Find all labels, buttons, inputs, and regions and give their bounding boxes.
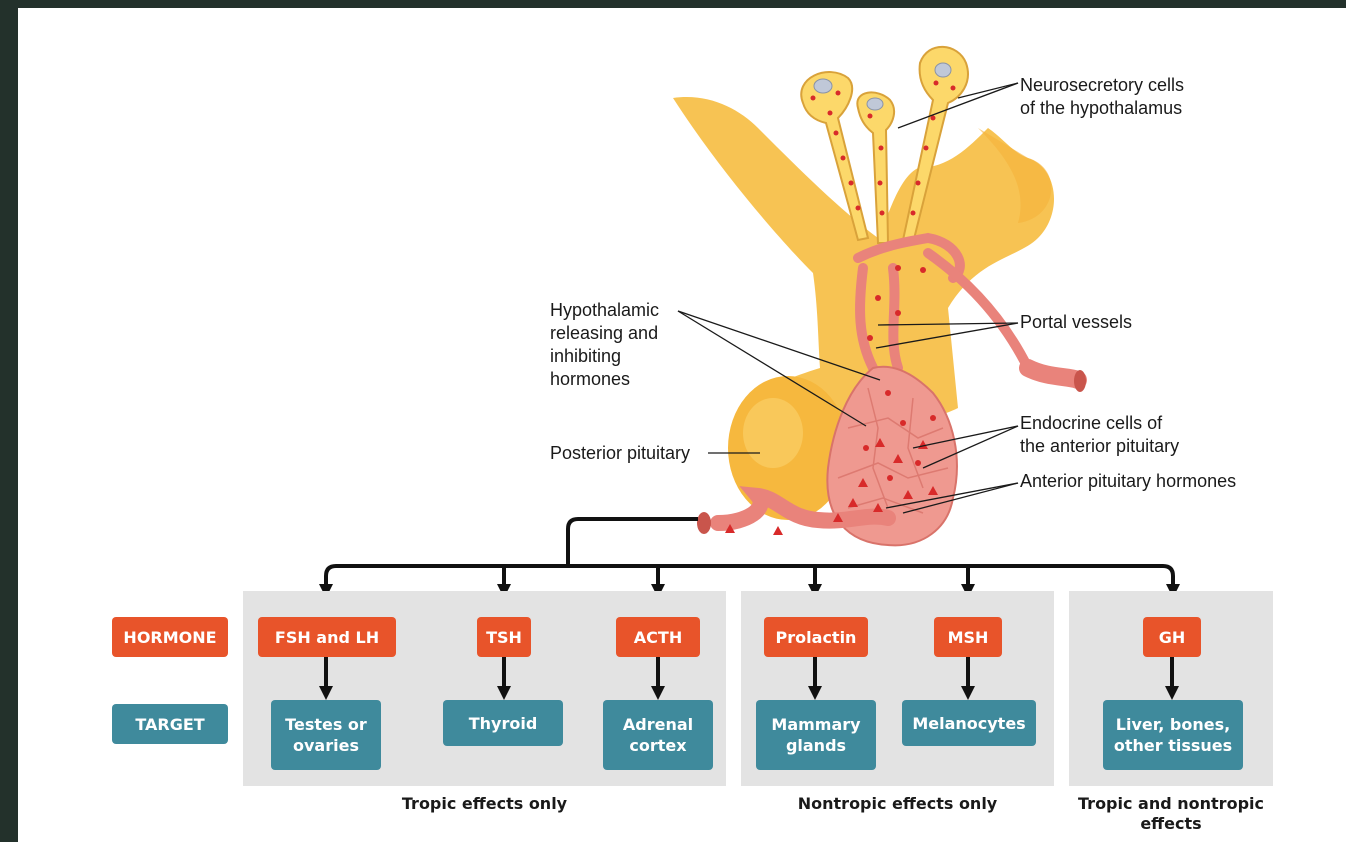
target-box-mammary-glands: Mammary glands <box>756 700 876 770</box>
target-box-thyroid: Thyroid <box>443 700 563 746</box>
caption-tropic: Tropic effects only <box>243 794 726 814</box>
diagram-canvas: Neurosecretory cells of the hypothalamus… <box>18 8 1346 842</box>
caption-both: Tropic and nontropic effects <box>1049 794 1293 834</box>
target-box-adrenal-cortex: Adrenal cortex <box>603 700 713 770</box>
target-box-testes-ovaries: Testes or ovaries <box>271 700 381 770</box>
target-box-liver-bones: Liver, bones, other tissues <box>1103 700 1243 770</box>
target-box-melanocytes: Melanocytes <box>902 700 1036 746</box>
caption-nontropic: Nontropic effects only <box>741 794 1054 814</box>
